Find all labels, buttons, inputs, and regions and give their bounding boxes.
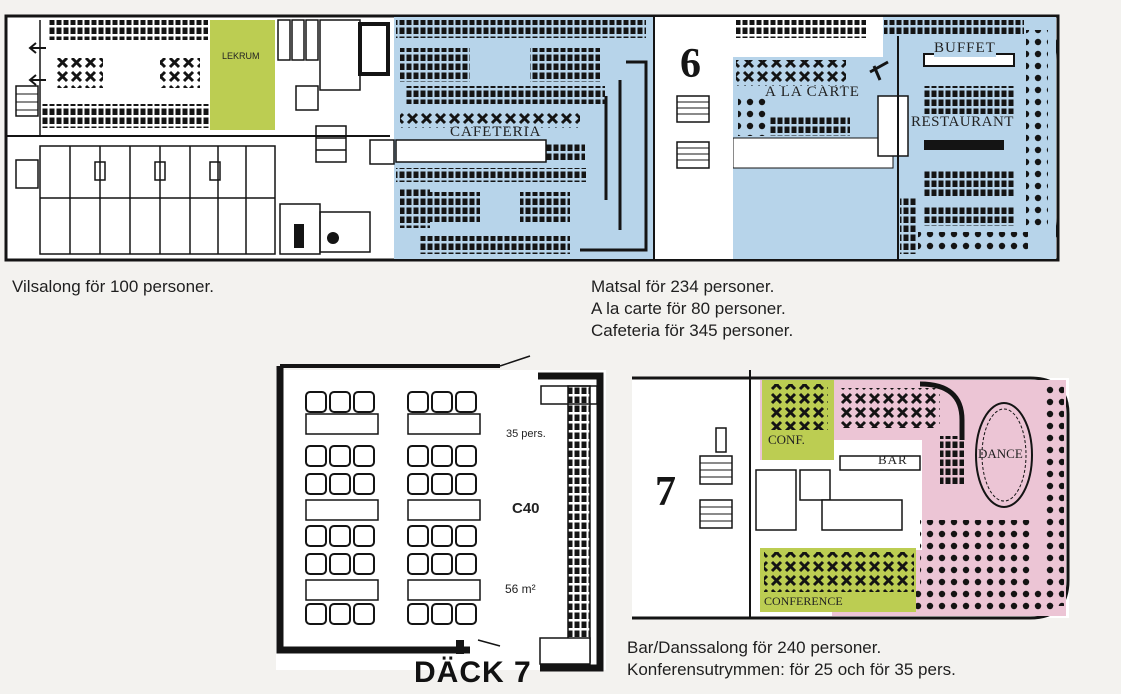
c40-chair: [431, 445, 453, 467]
restaurant-label: RESTAURANT: [911, 114, 1014, 131]
lekrum-zone: [210, 20, 275, 130]
matsal-caption: Matsal för 234 personer.: [591, 277, 775, 296]
c40-chair: [353, 445, 375, 467]
c40-chair: [353, 391, 375, 413]
dance-floor: [975, 402, 1033, 508]
lekrum-label: LEKRUM: [222, 51, 260, 61]
c40-room-plan: [276, 355, 606, 672]
konferens-caption: Konferensutrymmen: för 25 och för 35 per…: [627, 660, 956, 679]
c40-chair: [329, 445, 351, 467]
c40-table: [407, 579, 481, 601]
c40-chair: [329, 525, 351, 547]
c40-chair: [455, 445, 477, 467]
c40-chair: [329, 603, 351, 625]
c40-chair: [407, 473, 429, 495]
c40-name: C40: [512, 500, 540, 517]
c40-chair: [305, 445, 327, 467]
c40-chair: [431, 553, 453, 575]
buffet-label: BUFFET: [934, 40, 996, 57]
deck6-number: 6: [680, 41, 701, 87]
c40-chair: [353, 473, 375, 495]
c40-chair: [431, 603, 453, 625]
conf-label: CONF.: [768, 432, 805, 447]
a-la-carte-label: A LA CARTE: [765, 84, 860, 100]
c40-chair: [353, 553, 375, 575]
a-la-carte-caption: A la carte för 80 personer.: [591, 299, 786, 318]
c40-capacity: 35 pers.: [506, 428, 546, 440]
c40-chair: [407, 525, 429, 547]
c40-table: [305, 499, 379, 521]
c40-chair: [431, 525, 453, 547]
c40-chair: [305, 391, 327, 413]
c40-chair: [455, 603, 477, 625]
c40-table: [305, 579, 379, 601]
c40-chair: [329, 553, 351, 575]
c40-chair: [407, 603, 429, 625]
c40-chair: [455, 473, 477, 495]
c40-chair: [353, 525, 375, 547]
deck7-title: DÄCK 7: [414, 656, 532, 689]
deck6-plan: [4, 14, 1060, 262]
c40-area: 56 m²: [505, 582, 536, 596]
c40-chair: [431, 391, 453, 413]
c40-chair: [431, 473, 453, 495]
dance-label: DANCE: [978, 446, 1023, 461]
c40-chair: [305, 473, 327, 495]
deck7-plan: [632, 370, 1070, 620]
c40-table: [407, 413, 481, 435]
c40-chair: [305, 603, 327, 625]
c40-chair: [329, 473, 351, 495]
c40-chair: [353, 603, 375, 625]
bar-dans-caption: Bar/Danssalong för 240 personer.: [627, 638, 882, 657]
conference-label: CONFERENCE: [764, 594, 843, 609]
c40-chair: [455, 391, 477, 413]
deck7-number: 7: [655, 469, 676, 515]
c40-chair: [455, 525, 477, 547]
vilsalong-caption: Vilsalong för 100 personer.: [12, 277, 214, 296]
cafeteria-caption: Cafeteria för 345 personer.: [591, 321, 794, 340]
c40-table: [407, 499, 481, 521]
bar-label: BAR: [878, 452, 908, 467]
cafeteria-label: CAFETERIA: [450, 124, 542, 140]
c40-chair: [407, 445, 429, 467]
c40-chair: [407, 553, 429, 575]
c40-chair: [305, 553, 327, 575]
c40-chair: [305, 525, 327, 547]
c40-chair: [407, 391, 429, 413]
c40-chair: [329, 391, 351, 413]
c40-table: [305, 413, 379, 435]
c40-chair: [455, 553, 477, 575]
